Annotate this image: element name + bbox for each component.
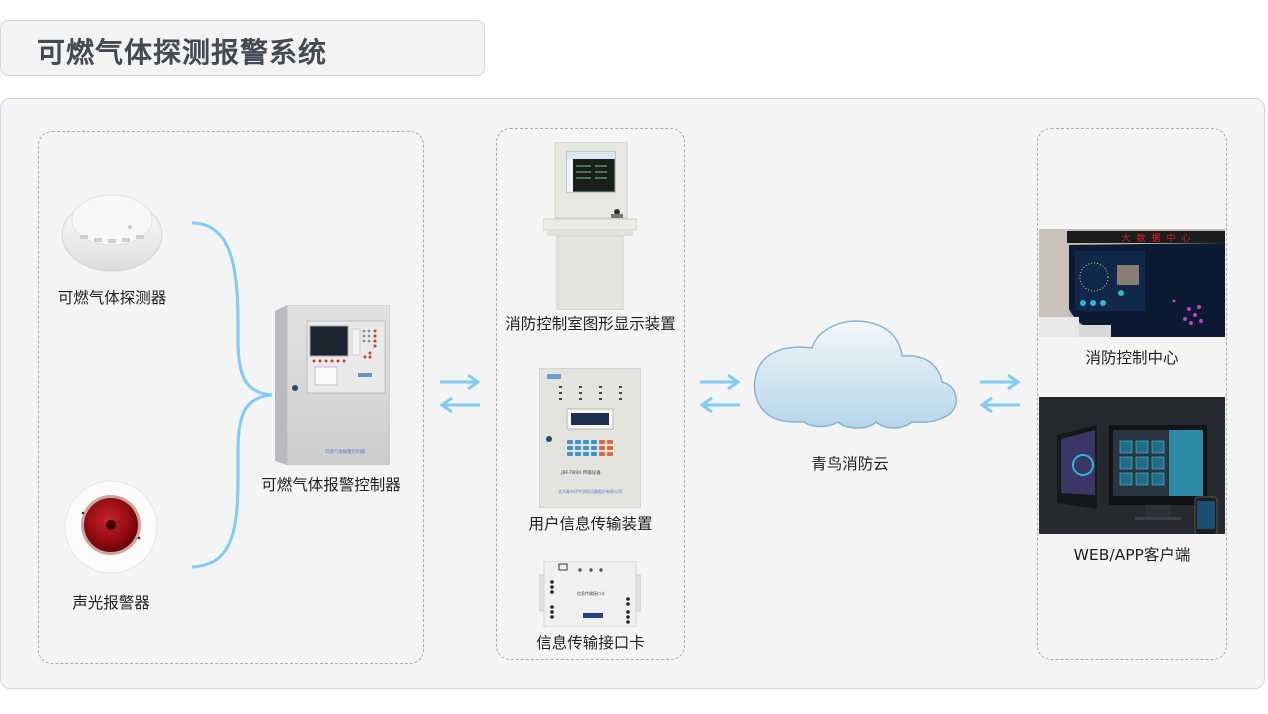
alarm-controller-label: 可燃气体报警控制器 [261,476,401,494]
alarm-controller-icon: 可燃气体报警控制器 [275,305,390,465]
strobe-alarm-label: 声光报警器 [72,594,150,612]
transmission-group [496,128,685,660]
control-center-image: 大数据中心 [1039,229,1225,337]
brace-connector [191,221,273,569]
interface-card-icon: 信息传输接口卡 [539,561,641,627]
title-box: 可燃气体探测报警系统 [0,20,485,76]
graphic-display-label: 消防控制室图形显示装置 [505,315,676,333]
gas-detector-icon [58,185,166,275]
strobe-alarm-icon [64,480,158,574]
graphic-display-console-icon [543,142,637,310]
user-info-device-label: 用户信息传输装置 [528,515,653,533]
interface-card-label: 信息传输接口卡 [536,634,645,652]
control-center-banner: 大数据中心 [1121,232,1196,244]
clients-group [1037,128,1227,660]
bidirectional-arrows-1 [439,373,481,414]
cloud-label: 青鸟消防云 [811,455,889,473]
bidirectional-arrows-2 [699,373,741,414]
field-devices-group [38,131,424,664]
control-center-label: 消防控制中心 [1085,349,1179,367]
user-info-device-icon: JBF-TB9X 传输设备 北大青鸟环宇消防设备股份有限公司 [539,368,641,508]
controller-panel-text: 可燃气体报警控制器 [325,448,366,455]
cloud-icon [753,320,957,429]
interface-card-text: 信息传输接口卡 [577,590,605,596]
user-info-model-text: JBF-TB9X 传输设备 [560,469,601,476]
web-app-client-label: WEB/APP客户端 [1073,546,1191,564]
gas-detector-label: 可燃气体探测器 [57,289,167,307]
bidirectional-arrows-3 [979,373,1021,414]
page-title: 可燃气体探测报警系统 [37,36,328,69]
web-app-client-image [1039,397,1225,534]
user-info-maker-text: 北大青鸟环宇消防设备股份有限公司 [558,488,622,494]
